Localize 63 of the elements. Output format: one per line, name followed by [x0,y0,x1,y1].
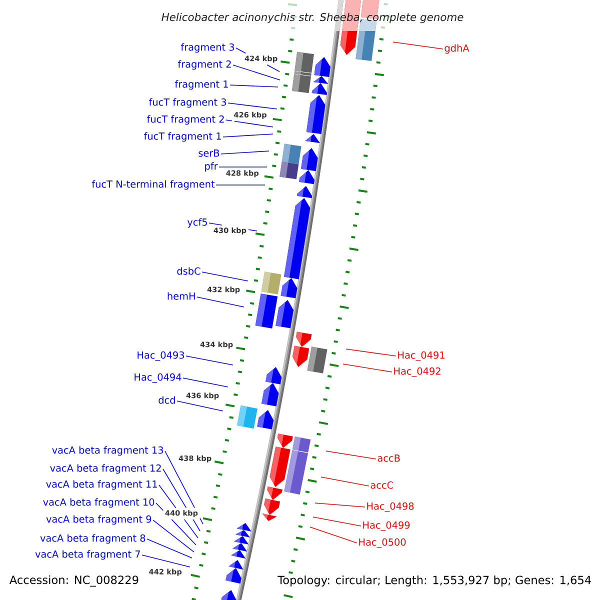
gene-label: Hac_0492 [394,367,440,377]
gene-label: vacA beta fragment 12 [50,464,161,474]
leader-line [320,476,370,486]
leader-line [196,296,244,308]
title: Helicobacter acinonychis str. Sheeba, complete genome [162,12,464,24]
gene-label: fucT N-terminal fragment [92,180,215,190]
gene-label: vacA beta fragment 8 [40,534,146,544]
gene-label: ycf5 [187,218,207,228]
leader-line [176,400,224,412]
leader-line [226,120,274,128]
gene-label: dcd [158,396,175,404]
leader-line [164,450,204,524]
gene-label: Hac_0500 [359,538,406,548]
leader-line [346,348,396,356]
gene-label: Hac_0498 [367,502,414,512]
leader-line [232,64,280,80]
gene-label: pfr [205,162,218,172]
leader-line [228,102,278,110]
gene-label: fragment 3 [180,43,234,53]
gene-label: vacA beta fragment 11 [46,480,157,490]
gene-label: vacA beta fragment 9 [46,515,152,525]
gene-label: dsbC [177,267,200,275]
leader-line [222,134,274,138]
leader-line [158,484,198,538]
leader-line [392,42,444,50]
gene-label: vacA beta fragment 13 [52,446,164,456]
leader-line [152,520,194,552]
leader-line [216,184,266,186]
gene-label: serB [198,150,220,157]
leader-line [162,468,200,532]
leader-line [182,378,228,388]
footer-note: Topology: circular; Length: 1,553,927 bp; Genes: 1,654 [276,574,593,588]
gene-label: fucT fragment 2 [147,115,224,125]
leader-line [186,356,234,366]
leader-line [218,166,268,168]
gene-label: fragment 2 [178,60,231,70]
gene-label: vacA beta fragment 7 [35,550,140,560]
gene-label: fragment 1 [174,80,228,90]
leader-line [326,450,376,460]
leader-line [310,526,358,544]
gene-label: accC [370,481,394,489]
gene-label: accB [378,454,400,462]
leader-line [156,502,196,546]
leader-line [220,150,270,154]
gene-label: Hac_0491 [398,351,444,361]
footer-note: Accession: NC_008229 [8,574,140,588]
leader-line [202,272,248,282]
leader-line [208,222,258,232]
gene-label: gdhA [444,44,470,54]
gene-label: fucT fragment 3 [149,98,226,108]
leader-line [230,84,278,88]
gene-label: fucT fragment 1 [144,132,221,142]
leader-line [342,364,392,372]
leader-line [312,516,362,526]
leader-line [142,554,190,568]
gene-label: Hac_0494 [134,373,182,383]
leader-line [236,48,280,72]
leader-line [314,502,366,508]
gene-label: hemH [168,292,195,300]
leader-line [146,538,192,558]
gene-label: vacA beta fragment 10 [43,498,154,508]
gene-label: Hac_0499 [363,521,410,531]
gene-label: Hac_0493 [138,351,184,361]
